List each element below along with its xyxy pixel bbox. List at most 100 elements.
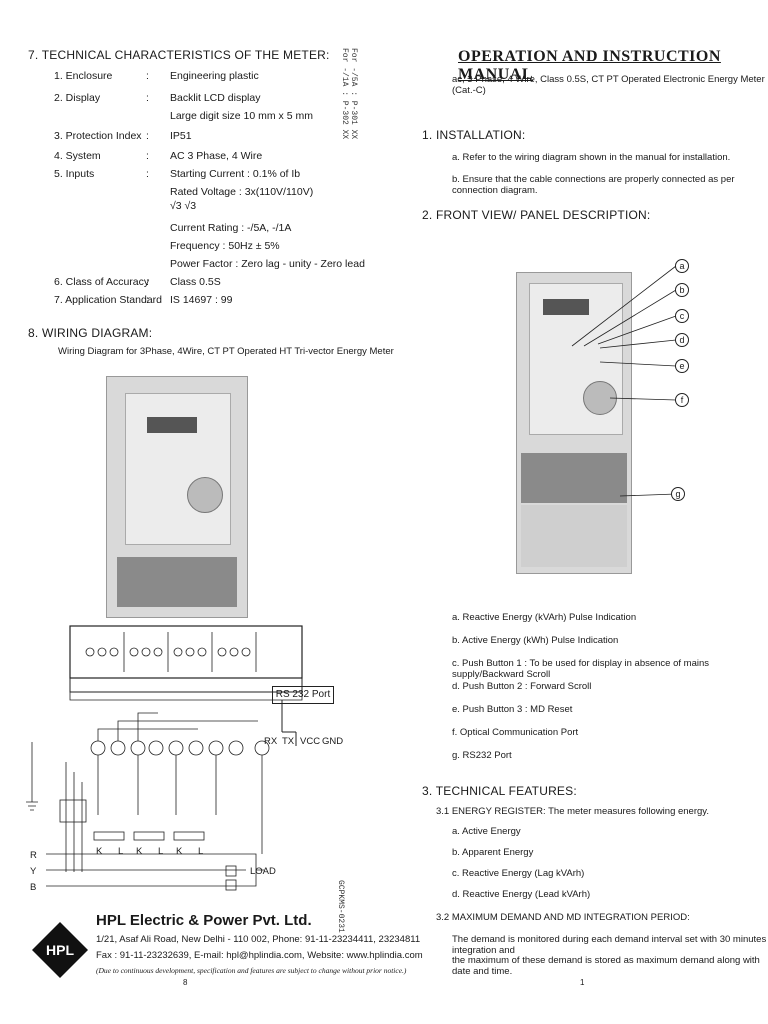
panel-item-b: b. Active Energy (kWh) Pulse Indication [452, 635, 619, 646]
section-32-title: 3.2 MAXIMUM DEMAND AND MD INTEGRATION PE… [436, 912, 690, 923]
page-number-left: 8 [183, 978, 188, 987]
current-rating: Current Rating : -/5A, -/1A [170, 222, 292, 234]
callout-a: a [675, 259, 689, 273]
callout-d: d [675, 333, 689, 347]
company-name: HPL Electric & Power Pvt. Ltd. [96, 912, 312, 929]
spec-row: 6. Class of Accuracy:Class 0.5S [54, 276, 354, 292]
spec-colon: : [146, 276, 149, 288]
phase-label-y: Y [30, 866, 37, 877]
spec-row: Large digit size 10 mm x 5 mm [54, 110, 354, 126]
lcd-display [543, 299, 589, 315]
callout-b: b [675, 283, 689, 297]
ct-label: K [176, 846, 183, 857]
callout-f: f [675, 393, 689, 407]
spec-row: 5. Inputs: Starting Current : 0.1% of Ib [54, 168, 354, 184]
rs-pin-tx: TX [282, 736, 295, 747]
spec-row: √3 √3 [54, 200, 354, 216]
section-32-text-1: The demand is monitored during each dema… [452, 934, 767, 956]
manual-subtitle: ac, 3 Phase, 4 Wire, Class 0.5S, CT PT O… [452, 74, 765, 96]
wiring-caption: Wiring Diagram for 3Phase, 4Wire, CT PT … [58, 346, 394, 357]
spec-value: IS 14697 : 99 [170, 294, 233, 306]
energy-item-c: c. Reactive Energy (Lag kVArh) [452, 868, 585, 879]
terminal-block [117, 557, 237, 607]
wiring-diagram [26, 625, 303, 891]
spec-num: 7. Application Standard [54, 294, 162, 306]
section-8-title: 8. WIRING DIAGRAM: [28, 326, 153, 340]
spec-row: 3. Protection Index: IP51 [54, 130, 354, 146]
spec-value: Backlit LCD display [170, 92, 261, 104]
ct-label: L [158, 846, 164, 857]
spec-value: Starting Current : 0.1% of Ib [170, 168, 301, 180]
rs232-port-box: RS 232 Port [272, 686, 334, 704]
spec-num: 3. Protection Index [54, 130, 142, 142]
rs-pin-vcc: VCC [300, 736, 321, 747]
terminal-block [521, 453, 627, 503]
load-label: LOAD [250, 866, 276, 877]
rs-pin-gnd: GND [322, 736, 344, 747]
ct-label: L [118, 846, 124, 857]
spec-colon: : [146, 150, 149, 162]
callout-e: e [675, 359, 689, 373]
meter-face [125, 393, 231, 545]
spec-colon: : [146, 92, 149, 104]
spec-row: Rated Voltage : 3x(110V/110V) [54, 186, 354, 202]
callout-g: g [671, 487, 685, 501]
spec-value: √3 √3 [170, 200, 197, 212]
section-31-title: 3.1 ENERGY REGISTER: The meter measures … [436, 806, 709, 817]
spec-row: 1. Enclosure:Engineering plastic [54, 70, 354, 86]
spec-num: 2. Display [54, 92, 101, 104]
lcd-display [147, 417, 197, 433]
spec-row: 7. Application Standard:IS 14697 : 99 [54, 294, 354, 310]
terminal-cover [521, 505, 627, 567]
doc-code: GCPKMS-0231 [336, 880, 345, 933]
panel-item-g: g. RS232 Port [452, 750, 512, 761]
spec-colon: : [146, 130, 149, 142]
spec-colon: : [146, 168, 149, 180]
spec-value: Engineering plastic [170, 70, 259, 82]
front-view-photo [516, 272, 632, 574]
phase-label-r: R [30, 850, 37, 861]
section-1-title: 1. INSTALLATION: [422, 128, 526, 142]
power-factor: Power Factor : Zero lag - unity - Zero l… [170, 258, 365, 270]
spec-num: 4. System [54, 150, 101, 162]
ct-label: L [198, 846, 204, 857]
spec-value: AC 3 Phase, 4 Wire [170, 150, 263, 162]
spec-value: IP51 [170, 130, 192, 142]
panel-item-f: f. Optical Communication Port [452, 727, 579, 738]
hpl-logo-mark [32, 922, 88, 978]
section-32-text-2: the maximum of these demand is stored as… [452, 955, 760, 977]
phase-label-b: B [30, 882, 37, 893]
hpl-logo: HPL [30, 920, 90, 980]
callout-c: c [675, 309, 689, 323]
section-7-title: 7. TECHNICAL CHARACTERISTICS OF THE METE… [28, 48, 330, 62]
energy-item-a: a. Active Energy [452, 826, 521, 837]
spec-colon: : [146, 70, 149, 82]
spec-value: Rated Voltage : 3x(110V/110V) [170, 186, 314, 198]
spec-row: 4. System: AC 3 Phase, 4 Wire [54, 150, 354, 166]
install-item-a: a. Refer to the wiring diagram shown in … [452, 152, 731, 163]
section-3-title: 3. TECHNICAL FEATURES: [422, 784, 577, 798]
logo-text: HPL [46, 942, 74, 958]
optical-port [187, 477, 223, 513]
spec-num: 6. Class of Accuracy [54, 276, 150, 288]
company-contact: Fax : 91-11-23232639, E-mail: hpl@hplind… [96, 950, 423, 961]
disclaimer: (Due to continuous development, specific… [96, 966, 407, 975]
section-2-title: 2. FRONT VIEW/ PANEL DESCRIPTION: [422, 208, 651, 222]
spec-row: 2. Display: Backlit LCD display [54, 92, 354, 108]
ct-label: K [136, 846, 143, 857]
spec-num: 5. Inputs [54, 168, 95, 180]
panel-item-c: c. Push Button 1 : To be used for displa… [452, 658, 710, 680]
company-address: 1/21, Asaf Ali Road, New Delhi - 110 002… [96, 934, 421, 945]
energy-item-d: d. Reactive Energy (Lead kVArh) [452, 889, 591, 900]
frequency: Frequency : 50Hz ± 5% [170, 240, 280, 252]
energy-item-b: b. Apparent Energy [452, 847, 534, 858]
panel-item-e: e. Push Button 3 : MD Reset [452, 704, 573, 715]
side-model-code: For -/5A : P-301 XX For -/1A : P-302 XX [340, 48, 358, 140]
rs-pin-rx: RX [264, 736, 278, 747]
ct-label: K [96, 846, 103, 857]
install-item-b: b. Ensure that the cable connections are… [452, 174, 735, 196]
panel-item-a: a. Reactive Energy (kVArh) Pulse Indicat… [452, 612, 637, 623]
callout-lines [571, 265, 677, 497]
manual-title: OPERATION AND INSTRUCTION MANUAL [458, 48, 721, 83]
panel-item-d: d. Push Button 2 : Forward Scroll [452, 681, 592, 692]
